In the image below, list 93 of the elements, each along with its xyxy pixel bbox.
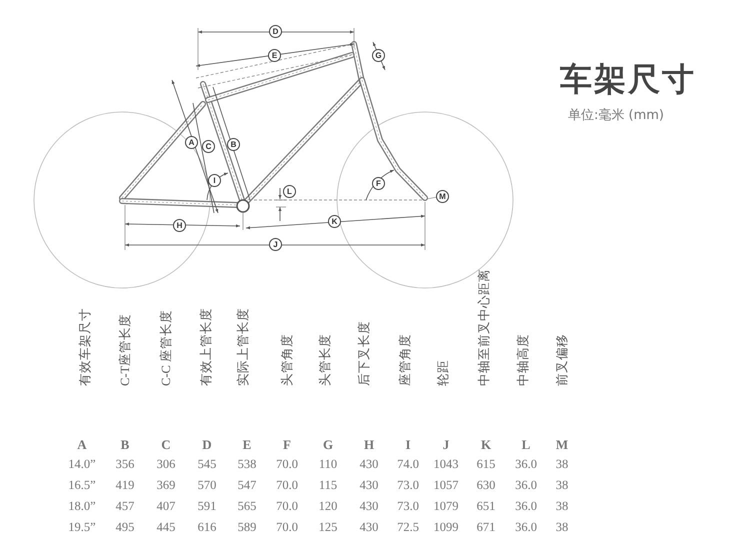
unit-note: 单位:毫米 (mm) — [568, 107, 664, 124]
callout-letter: G — [372, 49, 385, 62]
column-header: 有效上管长度 — [198, 308, 214, 386]
table-value: 38 — [556, 499, 568, 514]
column-header: 后下叉长度 — [356, 321, 372, 386]
table-value: 19.5” — [68, 520, 96, 535]
table-value: 120 — [318, 499, 338, 514]
table-value: 430 — [360, 520, 378, 535]
table-value: 73.0 — [397, 499, 419, 514]
table-value: 70.0 — [276, 478, 298, 493]
column-header: 前叉偏移 — [554, 334, 570, 386]
table-value: 630 — [476, 478, 496, 493]
table-value: 369 — [156, 478, 176, 493]
column-header: 座管角度 — [397, 334, 413, 386]
column-letter: A — [77, 437, 87, 452]
column-letter: H — [364, 437, 374, 452]
callout-letter: I — [208, 174, 221, 187]
table-value: 430 — [360, 478, 378, 493]
table-value: 16.5” — [68, 478, 96, 493]
callout-letter: E — [268, 49, 281, 62]
table-value: 615 — [476, 457, 496, 472]
column-letter: E — [242, 437, 252, 452]
table-value: 110 — [318, 457, 338, 472]
column-header: C-C 座管长度 — [158, 310, 174, 386]
table-value: 72.5 — [397, 520, 419, 535]
callout-letter: H — [173, 219, 186, 232]
table-value: 70.0 — [276, 499, 298, 514]
column-header: 中轴高度 — [515, 334, 531, 386]
title: 车架尺寸 — [560, 60, 696, 99]
table-value: 1099 — [434, 520, 458, 535]
table-value: 38 — [556, 457, 568, 472]
table-value: 1043 — [434, 457, 458, 472]
callout-letter: D — [269, 25, 282, 38]
table-value: 14.0” — [68, 457, 96, 472]
table-value: 591 — [198, 499, 216, 514]
table-value: 1057 — [434, 478, 458, 493]
table-value: 445 — [156, 520, 176, 535]
column-header: 头管长度 — [317, 334, 333, 386]
column-letter: C — [161, 437, 171, 452]
table-value: 671 — [476, 520, 496, 535]
column-letter: L — [522, 437, 530, 452]
column-header: C-T座管长度 — [117, 314, 133, 386]
column-letter: M — [556, 437, 568, 452]
column-letter: J — [442, 437, 450, 452]
column-letter: K — [480, 437, 492, 452]
table-value: 407 — [156, 499, 176, 514]
callout-letter: A — [185, 136, 198, 149]
table-value: 430 — [360, 457, 378, 472]
table-value: 73.0 — [397, 478, 419, 493]
table-value: 651 — [476, 499, 496, 514]
column-header: 中轴至前叉中心距离 — [476, 269, 492, 386]
table-value: 70.0 — [276, 520, 298, 535]
callout-letter: L — [283, 185, 296, 198]
table-value: 38 — [556, 520, 568, 535]
table-value: 36.0 — [515, 520, 537, 535]
callout-letter: J — [269, 238, 282, 251]
callout-letter: F — [372, 177, 385, 190]
callout-letter: B — [227, 138, 240, 151]
column-header: 实际上管长度 — [235, 308, 251, 386]
table-value: 36.0 — [515, 478, 537, 493]
table-value: 36.0 — [515, 499, 537, 514]
table-value: 616 — [198, 520, 216, 535]
column-letter: D — [202, 437, 212, 452]
table-value: 38 — [556, 478, 568, 493]
table-value: 565 — [238, 499, 256, 514]
table-value: 419 — [116, 478, 134, 493]
table-value: 74.0 — [397, 457, 419, 472]
column-letter: I — [405, 437, 411, 452]
table-value: 547 — [238, 478, 256, 493]
table-value: 430 — [360, 499, 378, 514]
table-value: 1079 — [434, 499, 458, 514]
table-value: 115 — [318, 478, 338, 493]
column-header: 头管角度 — [279, 334, 295, 386]
table-value: 125 — [318, 520, 338, 535]
column-header: 有效车架尺寸 — [77, 308, 93, 386]
callout-letter: M — [436, 190, 449, 203]
table-value: 18.0” — [68, 499, 96, 514]
column-letter: B — [120, 437, 130, 452]
table-value: 570 — [198, 478, 216, 493]
table-value: 306 — [156, 457, 176, 472]
table-value: 70.0 — [276, 457, 298, 472]
table-value: 356 — [116, 457, 134, 472]
column-letter: F — [283, 437, 291, 452]
table-value: 545 — [198, 457, 216, 472]
table-value: 36.0 — [515, 457, 537, 472]
table-value: 589 — [238, 520, 256, 535]
table-value: 538 — [238, 457, 256, 472]
column-letter: G — [322, 437, 334, 452]
callout-letter: K — [328, 215, 341, 228]
column-header: 轮距 — [435, 360, 451, 386]
callout-letter: C — [202, 140, 215, 153]
table-value: 495 — [116, 520, 134, 535]
table-value: 457 — [116, 499, 134, 514]
